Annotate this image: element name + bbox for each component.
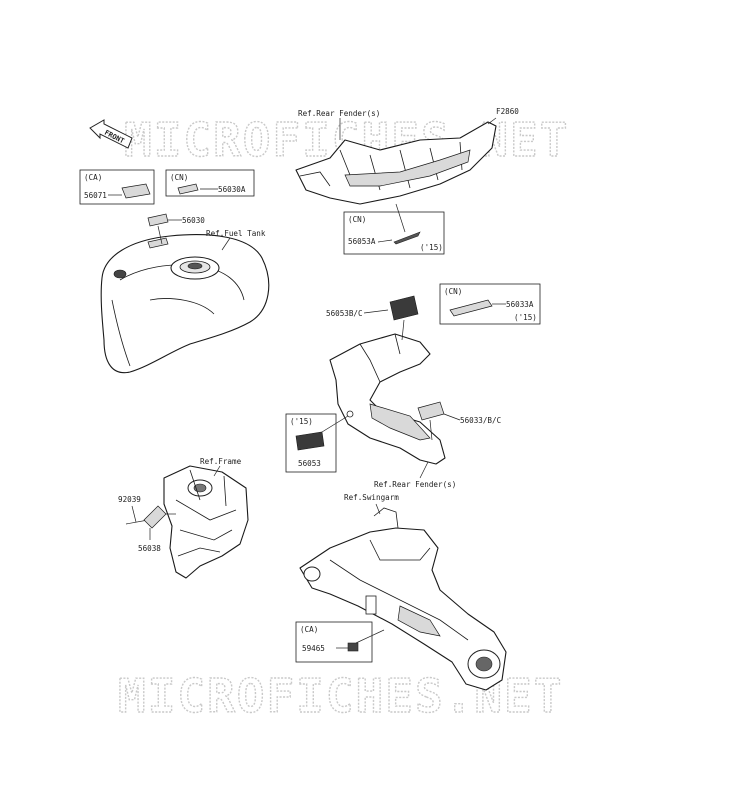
label-sticker-icon <box>147 213 169 227</box>
ref-frame: Ref.Frame <box>200 457 242 466</box>
box-ca-56071: (CA) 56071 <box>79 169 155 205</box>
svg-text:('15): ('15) <box>420 243 443 252</box>
label-sticker-icon <box>347 642 359 652</box>
svg-text:(CN): (CN) <box>444 287 462 296</box>
box-cn-56033a: (CN) 56033A ('15) <box>439 283 541 325</box>
part-56038: 56038 <box>138 544 161 553</box>
rear-fender-illustration <box>295 121 497 205</box>
label-sticker-icon <box>417 401 445 421</box>
figure-code: F2860 <box>496 107 519 116</box>
frame-illustration <box>163 465 249 579</box>
label-sticker-icon <box>143 505 167 529</box>
svg-text:56053A: 56053A <box>348 237 376 246</box>
box-15-56053: ('15) 56053 <box>285 413 349 473</box>
part-56053bc: 56053B/C <box>326 309 363 318</box>
ref-swingarm: Ref.Swingarm <box>344 493 399 502</box>
label-sticker-icon <box>295 431 325 451</box>
ref-fuel-tank: Ref.Fuel Tank <box>206 229 266 238</box>
svg-text:(CN): (CN) <box>170 173 188 182</box>
box-cn-56030a: (CN) 56030A <box>165 169 255 197</box>
ref-rear-fender-top: Ref.Rear Fender(s) <box>298 109 380 118</box>
svg-text:56030A: 56030A <box>218 185 246 194</box>
box-ca-59465: (CA) 59465 <box>295 621 385 663</box>
label-sticker-icon <box>389 295 419 321</box>
part-92039: 92039 <box>118 495 141 504</box>
svg-text:59465: 59465 <box>302 644 325 653</box>
label-sticker-icon <box>177 183 199 195</box>
seat-cowl-illustration <box>329 333 446 465</box>
swingarm-illustration <box>299 507 507 691</box>
fuel-tank-illustration <box>100 234 270 374</box>
label-sticker-icon <box>449 299 493 317</box>
part-56030: 56030 <box>182 216 205 225</box>
ref-rear-fender-mid: Ref.Rear Fender(s) <box>374 480 456 489</box>
svg-text:('15): ('15) <box>290 417 313 426</box>
part-56033bc: 56033/B/C <box>460 416 501 425</box>
svg-text:('15): ('15) <box>514 313 537 322</box>
svg-text:56071: 56071 <box>84 191 107 200</box>
svg-text:56053: 56053 <box>298 459 321 468</box>
svg-text:(CA): (CA) <box>300 625 318 634</box>
label-sticker-icon <box>121 183 151 199</box>
svg-text:(CA): (CA) <box>84 173 102 182</box>
svg-text:(CN): (CN) <box>348 215 366 224</box>
label-sticker-icon <box>393 231 421 245</box>
box-cn-56053a: (CN) 56053A ('15) <box>343 203 445 255</box>
svg-text:56033A: 56033A <box>506 300 534 309</box>
